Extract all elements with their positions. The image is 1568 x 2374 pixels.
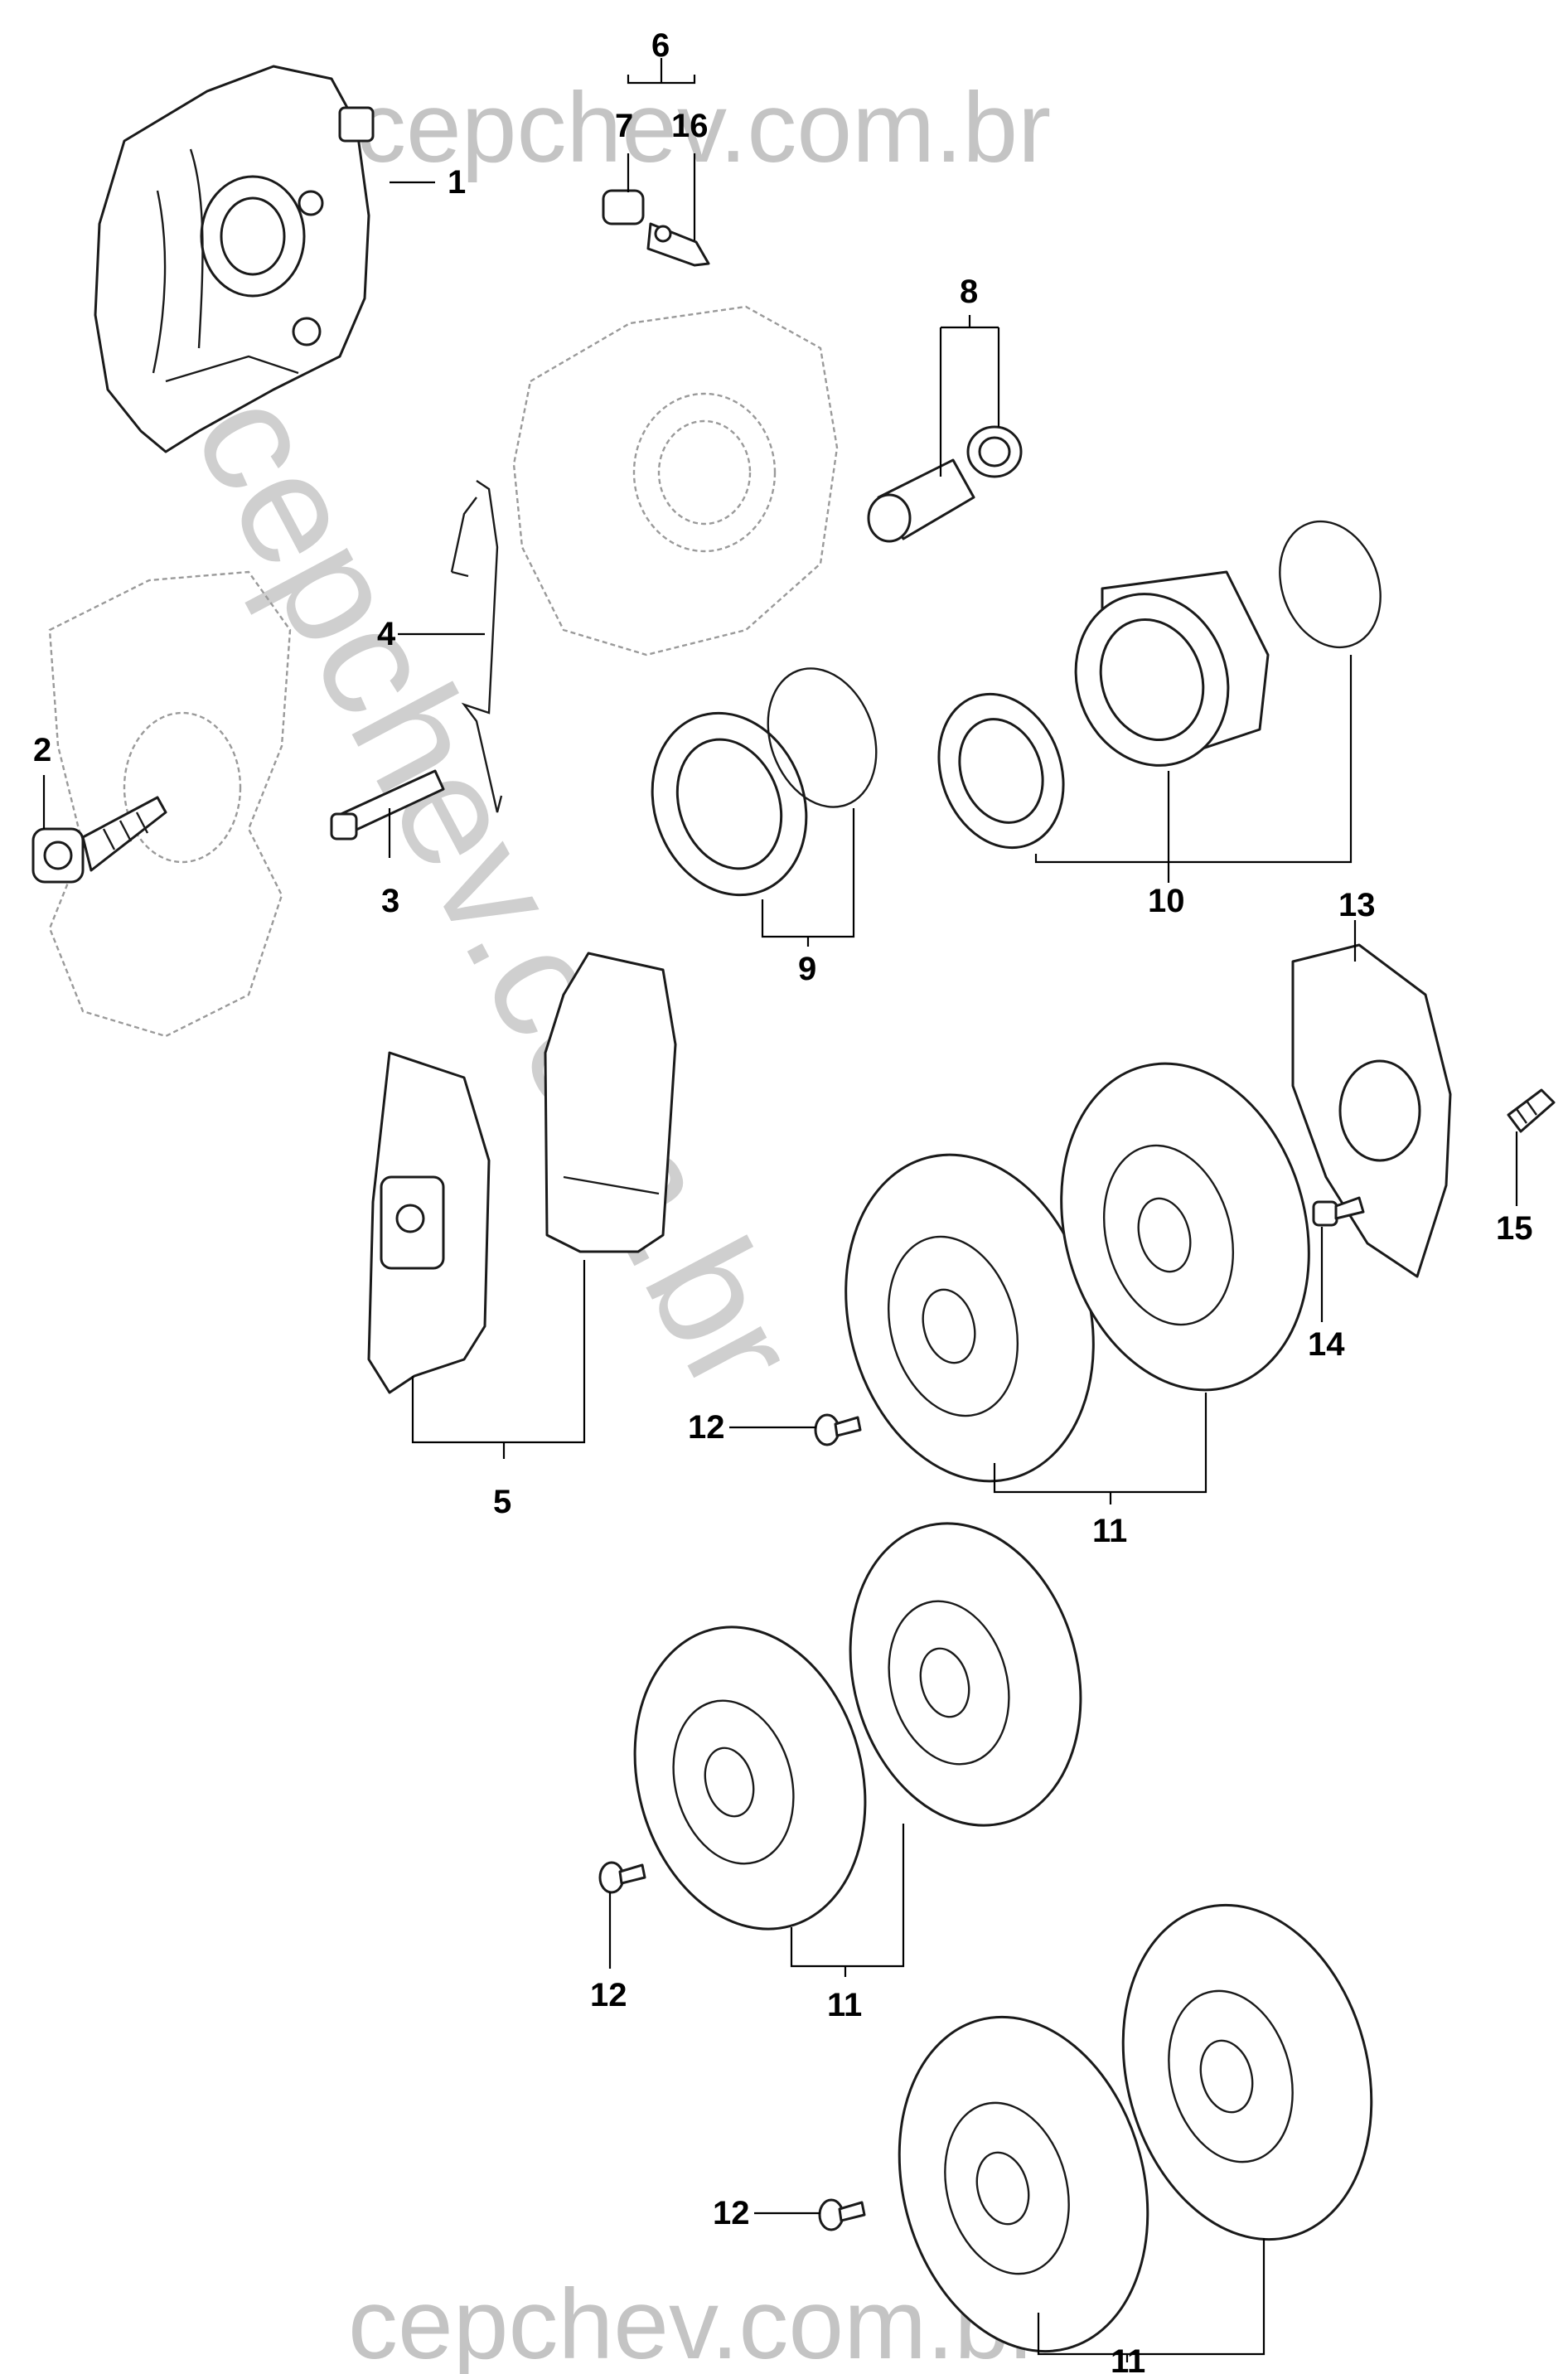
piston-seal-kit [651,667,878,897]
callout-4: 4 [377,616,396,652]
callout-13: 13 [1338,887,1376,923]
callout-3: 3 [381,883,399,919]
watermark-bottom: cepchev.com.br [348,2269,1043,2374]
callout-11-b: 11 [827,1987,862,2023]
disc-screw-b [598,1861,646,1894]
callout-11-a: 11 [1092,1513,1127,1549]
piston-and-seals [937,520,1382,850]
callout-11-c: 11 [1111,2343,1145,2374]
spring-clip [450,480,503,813]
callout-2: 2 [33,732,51,768]
dust-shield [1291,943,1452,1278]
guide-pin [330,769,445,841]
bleeder-valve-set [602,189,710,267]
ghost-caliper-outline [48,305,839,1038]
disc-screw-c [818,2198,866,2231]
leader-lines [42,58,1518,2362]
callout-12-b: 12 [590,1977,627,2013]
brake-discs-set-a [844,1062,1310,1483]
guide-sleeve-and-boot [867,425,1023,543]
guide-bolt [31,796,167,884]
callout-10: 10 [1148,883,1185,919]
shield-bolt [1312,1196,1365,1227]
callout-12-a: 12 [688,1409,725,1446]
caliper-housing [94,65,375,453]
callout-1: 1 [448,164,466,201]
watermark-top: cepchev.com.br [356,72,1051,183]
callout-8: 8 [960,274,978,310]
callout-14: 14 [1308,1326,1345,1363]
callout-16: 16 [671,108,709,144]
callout-6: 6 [651,27,670,64]
brake-pads [367,952,677,1394]
disc-screw-a [814,1413,862,1446]
callout-5: 5 [493,1484,511,1520]
callout-12-c: 12 [713,2195,750,2231]
brake-discs-set-c [898,1903,1373,2353]
callout-9: 9 [798,951,816,987]
callout-15: 15 [1496,1210,1533,1247]
callout-7: 7 [615,108,633,144]
spring-fastener [1507,1088,1556,1133]
brake-discs-set-b [633,1522,1082,1931]
